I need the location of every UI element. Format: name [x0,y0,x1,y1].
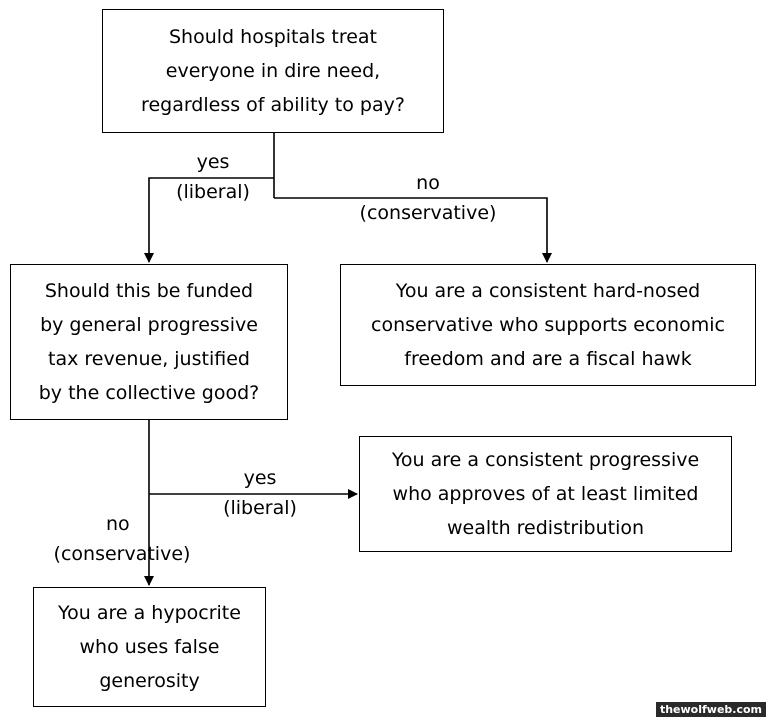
hypocrite-result-box: You are a hypocrite who uses false gener… [33,587,266,707]
hypocrite-result-line-2: who uses false [79,636,220,658]
conservative-result-line-2: conservative who supports economic [371,314,725,336]
q2-line-3: tax revenue, justified [48,348,250,370]
q1-line-3: regardless of ability to pay? [141,94,405,116]
watermark: thewolfweb.com [655,702,766,717]
progressive-result-line-3: wealth redistribution [446,517,645,539]
q2-yes-label: yes (liberal) [215,463,305,523]
hypocrite-result-line-1: You are a hypocrite [58,602,241,624]
q2-line-1: Should this be funded [44,280,254,302]
q1-no-arrow [274,197,552,263]
q2-yes-answer: yes [243,467,277,489]
q1-yes-label: yes (liberal) [168,147,258,207]
q1-line-1: Should hospitals treat [169,26,377,48]
q2-line-4: by the collective good? [38,382,260,404]
hypocrite-result-line-3: generosity [99,670,200,692]
progressive-result-box: You are a consistent progressive who app… [359,436,732,552]
q1-yes-answer: yes [196,151,230,173]
q1-box: Should hospitals treat everyone in dire … [102,9,444,133]
progressive-result-line-2: who approves of at least limited [392,483,699,505]
q2-yes-leaning: (liberal) [223,497,297,519]
q1-yes-arrow [144,177,274,263]
q2-box: Should this be funded by general progres… [10,264,288,420]
progressive-result-line-1: You are a consistent progressive [391,449,700,471]
q1-yes-leaning: (liberal) [176,181,250,203]
q1-no-leaning: (conservative) [359,202,497,224]
q1-line-2: everyone in dire need, [165,60,381,82]
q2-no-answer: no [106,513,130,535]
q1-no-answer: no [416,172,440,194]
q2-no-label: no (conservative) [42,509,202,569]
q2-line-2: by general progressive [40,314,258,336]
q2-no-leaning: (conservative) [53,543,191,565]
conservative-result-line-3: freedom and are a fiscal hawk [404,348,692,370]
conservative-result-line-1: You are a consistent hard-nosed [395,280,701,302]
conservative-result-box: You are a consistent hard-nosed conserva… [340,264,756,386]
q1-no-label: no (conservative) [348,168,508,228]
